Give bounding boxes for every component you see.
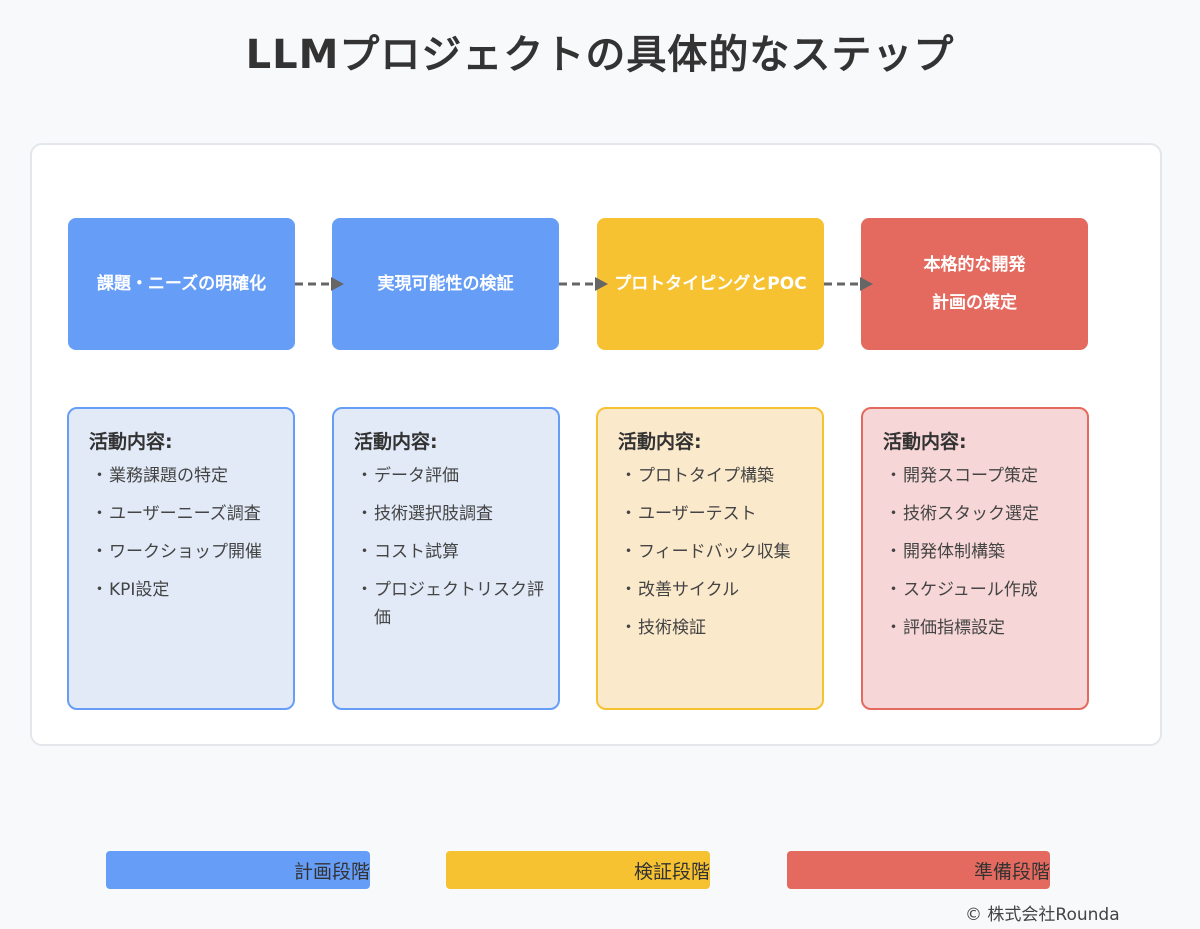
step-label: 本格的な開発	[923, 255, 1026, 275]
list-item-text: フィードバック収集	[638, 542, 791, 562]
list-item: ・ユーザーニーズ調査	[89, 500, 293, 528]
copyright-text: © 株式会社Rounda	[965, 905, 1120, 925]
legend-preparation: 準備段階	[787, 851, 1050, 889]
step-box-development-planning: 本格的な開発計画の策定	[861, 218, 1088, 350]
bullet-icon: ・	[885, 504, 902, 524]
list-item: ・評価指標設定	[883, 614, 1087, 642]
list-item: ・開発スコープ策定	[883, 462, 1087, 490]
list-item: ・技術検証	[618, 614, 822, 642]
list-item-text: 改善サイクル	[638, 580, 740, 600]
activity-list: ・開発スコープ策定・技術スタック選定・開発体制構築・スケジュール作成・評価指標設…	[883, 462, 1087, 642]
list-item-text: 技術検証	[638, 618, 706, 638]
list-item: ・ワークショップ開催	[89, 538, 293, 566]
page-title: LLMプロジェクトの具体的なステップ	[245, 32, 955, 78]
list-item: ・業務課題の特定	[89, 462, 293, 490]
list-item-text: 開発スコープ策定	[903, 466, 1038, 486]
list-item-text: スケジュール作成	[903, 580, 1038, 600]
bullet-icon: ・	[620, 618, 637, 638]
bullet-icon: ・	[885, 618, 902, 638]
bullet-icon: ・	[885, 466, 902, 486]
bullet-icon: ・	[91, 466, 108, 486]
list-item: ・コスト試算	[354, 538, 558, 566]
activity-box-needs-clarification: 活動内容: ・業務課題の特定・ユーザーニーズ調査・ワークショップ開催・KPI設定	[67, 407, 295, 710]
activity-box-feasibility-check: 活動内容: ・データ評価・技術選択肢調査・コスト試算・プロジェクトリスク評価	[332, 407, 560, 710]
arrow-right-icon	[559, 277, 608, 291]
bullet-icon: ・	[620, 466, 637, 486]
list-item-text: コスト試算	[374, 542, 459, 562]
list-item-text: 技術選択肢調査	[374, 504, 493, 524]
step-box-feasibility-check: 実現可能性の検証	[332, 218, 559, 350]
activity-list: ・プロトタイプ構築・ユーザーテスト・フィードバック収集・改善サイクル・技術検証	[618, 462, 822, 642]
step-box-needs-clarification: 課題・ニーズの明確化	[68, 218, 295, 350]
list-item-text: プロトタイプ構築	[638, 466, 774, 486]
bullet-icon: ・	[885, 542, 902, 562]
list-item: ・ユーザーテスト	[618, 500, 822, 528]
legend-label: 検証段階	[633, 860, 710, 883]
list-item-text: ユーザーテスト	[638, 504, 757, 524]
list-item-text: ユーザーニーズ調査	[109, 504, 261, 524]
list-item: ・プロトタイプ構築	[618, 462, 822, 490]
list-item: ・技術選択肢調査	[354, 500, 558, 528]
bullet-icon: ・	[356, 542, 373, 562]
bullet-icon: ・	[620, 542, 637, 562]
legend-planning: 計画段階	[106, 851, 370, 889]
list-item: ・開発体制構築	[883, 538, 1087, 566]
bullet-icon: ・	[91, 542, 108, 562]
step-label: 実現可能性の検証	[377, 274, 514, 294]
list-item: ・フィードバック収集	[618, 538, 822, 566]
arrow-right-icon	[824, 277, 873, 291]
bullet-icon: ・	[91, 504, 108, 524]
legend-label: 計画段階	[293, 860, 370, 883]
list-item-text: 評価指標設定	[903, 618, 1005, 638]
activity-list: ・データ評価・技術選択肢調査・コスト試算・プロジェクトリスク評価	[354, 462, 558, 632]
bullet-icon: ・	[356, 504, 373, 524]
legend-validation: 検証段階	[446, 851, 710, 889]
list-item: ・プロジェクトリスク評価	[354, 576, 558, 632]
activity-box-development-planning: 活動内容: ・開発スコープ策定・技術スタック選定・開発体制構築・スケジュール作成…	[861, 407, 1089, 710]
step-label: 課題・ニーズの明確化	[96, 274, 267, 294]
bullet-icon: ・	[356, 466, 373, 486]
activity-heading: 活動内容:	[883, 431, 967, 453]
bullet-icon: ・	[885, 580, 902, 600]
bullet-icon: ・	[620, 504, 637, 524]
step-label: プロトタイピングとPOC	[614, 274, 807, 294]
list-item-text: KPI設定	[109, 580, 170, 600]
arrow-right-icon	[295, 277, 344, 291]
list-item-text: プロジェクトリスク評価	[374, 580, 544, 628]
list-item: ・データ評価	[354, 462, 558, 490]
step-label: 計画の策定	[932, 293, 1017, 313]
list-item-text: 技術スタック選定	[903, 504, 1039, 524]
list-item: ・技術スタック選定	[883, 500, 1087, 528]
activity-heading: 活動内容:	[89, 431, 173, 453]
bullet-icon: ・	[91, 580, 108, 600]
list-item-text: 開発体制構築	[903, 542, 1005, 562]
activity-heading: 活動内容:	[618, 431, 702, 453]
list-item: ・改善サイクル	[618, 576, 822, 604]
activity-list: ・業務課題の特定・ユーザーニーズ調査・ワークショップ開催・KPI設定	[89, 462, 293, 604]
list-item: ・KPI設定	[89, 576, 293, 604]
activity-heading: 活動内容:	[354, 431, 438, 453]
legend-label: 準備段階	[973, 860, 1050, 883]
bullet-icon: ・	[356, 580, 373, 600]
list-item-text: データ評価	[374, 466, 459, 486]
activity-box-prototyping-poc: 活動内容: ・プロトタイプ構築・ユーザーテスト・フィードバック収集・改善サイクル…	[596, 407, 824, 710]
list-item-text: 業務課題の特定	[109, 466, 228, 486]
list-item: ・スケジュール作成	[883, 576, 1087, 604]
list-item-text: ワークショップ開催	[109, 542, 262, 562]
bullet-icon: ・	[620, 580, 637, 600]
step-box-prototyping-poc: プロトタイピングとPOC	[597, 218, 824, 350]
